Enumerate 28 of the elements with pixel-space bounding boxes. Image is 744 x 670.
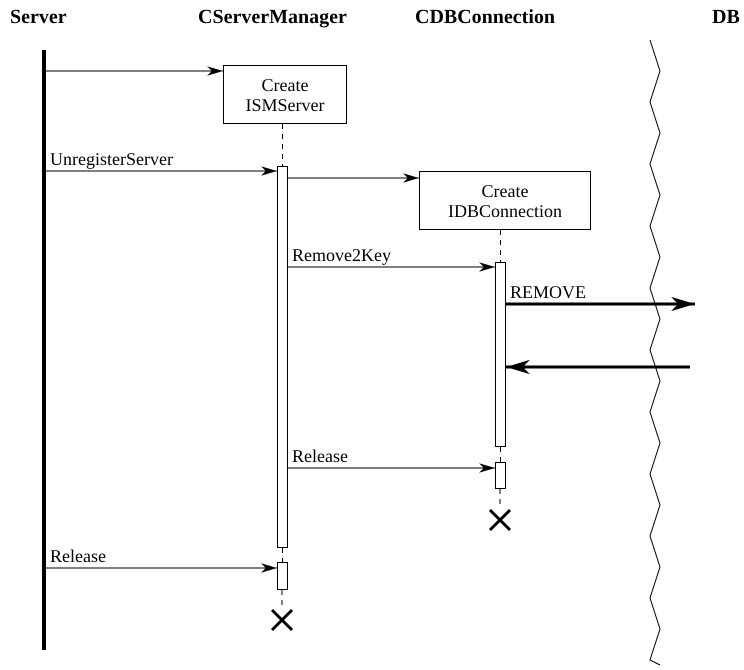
- lifeline: [282, 124, 283, 166]
- lifeline-header: Server: [10, 6, 67, 29]
- lifeline: [282, 548, 283, 562]
- message-label: UnregisterServer: [50, 150, 173, 168]
- activation-bar: [495, 262, 506, 447]
- message-label: Remove2Key: [292, 246, 391, 264]
- message-arrow: [506, 360, 690, 374]
- message-arrow: [506, 296, 695, 312]
- object-box: Create IDBConnection: [419, 171, 591, 230]
- message-arrow: [46, 563, 278, 573]
- message-label: Release: [50, 547, 106, 565]
- message-label: Release: [292, 447, 348, 465]
- lifeline-header: DB: [712, 6, 740, 29]
- lifeline-bar: [42, 50, 46, 650]
- message-label: REMOVE: [510, 283, 586, 301]
- activation-bar: [277, 562, 288, 590]
- lifeline-header: CServerManager: [198, 6, 347, 29]
- object-box: Create ISMServer: [223, 65, 347, 124]
- activation-bar: [277, 166, 288, 548]
- activation-bar: [495, 462, 506, 489]
- message-arrow: [288, 262, 496, 272]
- message-arrow: [288, 173, 420, 183]
- lifeline-header: CDBConnection: [415, 6, 556, 29]
- message-arrow: [288, 463, 496, 473]
- message-arrow: [46, 166, 278, 176]
- message-arrow: [46, 66, 224, 76]
- lifeline: [500, 446, 501, 462]
- lifeline: [500, 230, 501, 262]
